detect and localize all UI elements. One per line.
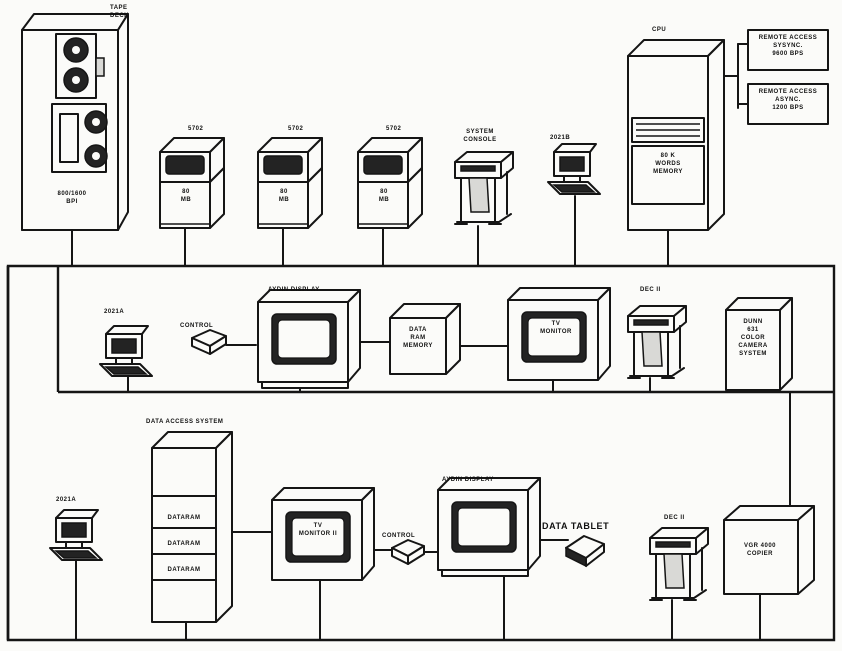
- terminal-2021a-low: [49, 509, 103, 641]
- cpu-label: CPU: [652, 27, 667, 33]
- dec-ii-printer-mid: [627, 305, 687, 393]
- system-console-label: SYSTEM CONSOLE: [463, 129, 497, 143]
- cpu-cabinet: [627, 39, 749, 267]
- dataram-1-label: DATARAM: [167, 515, 201, 521]
- terminal-2021b: [547, 143, 601, 267]
- cpu-memory-label: 80 K WORDS MEMORY: [653, 153, 683, 175]
- disk-2-capacity-label: 80 MB: [278, 189, 290, 203]
- remote-sync-label: REMOTE ACCESS SYSYNC. 9600 BPS: [758, 35, 818, 57]
- data-tablet-label: DATA TABLET: [542, 521, 610, 531]
- tv-monitor-low: [271, 487, 395, 641]
- terminal-top-label: 2021B: [550, 135, 571, 141]
- copier-label: VGR 4000 COPIER: [743, 543, 777, 557]
- control-mid-label: CONTROL: [180, 323, 214, 329]
- dataram-2-label: DATARAM: [167, 541, 201, 547]
- dec-ii-mid-label: DEC II: [640, 287, 661, 293]
- control-box-low: [391, 539, 439, 565]
- tape-bpi-label: 800/1600 BPI: [57, 191, 87, 205]
- data-tablet-device: [565, 535, 605, 568]
- dataram-3-label: DATARAM: [167, 567, 201, 573]
- remote-access-async-box: [747, 83, 829, 125]
- dec-ii-printer-low: [649, 527, 709, 641]
- disk-drive-2: [257, 137, 323, 267]
- dec-ii-low-label: DEC II: [664, 515, 685, 521]
- tape-deck-label: TAPE DECK: [110, 5, 130, 19]
- disk-1-model-label: 5702: [188, 126, 204, 132]
- tape-deck: [21, 13, 129, 267]
- terminal-2021a-mid: [99, 325, 153, 393]
- data-access-system-label: DATA ACCESS SYSTEM: [146, 419, 224, 425]
- control-low-label: CONTROL: [382, 533, 416, 539]
- remote-async-label: REMOTE ACCESS ASYNC. 1200 BPS: [758, 89, 818, 111]
- tv-monitor-mid: [507, 287, 611, 393]
- disk-drive-1: [159, 137, 225, 267]
- dunn-camera-label: DUNN 631 COLOR CAMERA SYSTEM: [738, 319, 768, 357]
- dunn-camera-cabinet: [725, 297, 793, 501]
- copier-cabinet: [723, 499, 815, 641]
- system-console-printer: [454, 151, 514, 267]
- disk-1-capacity-label: 80 MB: [180, 189, 192, 203]
- aydin-display-mid-label: AYDIN DISPLAY: [268, 287, 320, 293]
- terminal-low-label: 2021A: [56, 497, 77, 503]
- control-box-mid: [191, 329, 257, 355]
- terminal-mid-label: 2021A: [104, 309, 125, 315]
- bus-lines: [6, 264, 836, 642]
- aydin-display-low: [437, 477, 569, 641]
- tv-monitor-low-label: TV MONITOR II: [298, 523, 338, 537]
- data-ram-memory-box: [389, 303, 509, 375]
- aydin-display-mid: [257, 289, 391, 393]
- disk-2-model-label: 5702: [288, 126, 304, 132]
- data-access-system-cabinet: [151, 431, 273, 641]
- remote-access-sync-box: [747, 29, 829, 71]
- disk-3-capacity-label: 80 MB: [378, 189, 390, 203]
- disk-3-model-label: 5702: [386, 126, 402, 132]
- disk-drive-3: [357, 137, 423, 267]
- tv-monitor-mid-label: TV MONITOR: [540, 321, 572, 335]
- aydin-display-low-label: AYDIN DISPLAY: [442, 477, 494, 483]
- data-ram-memory-label: DATA RAM MEMORY: [403, 327, 433, 349]
